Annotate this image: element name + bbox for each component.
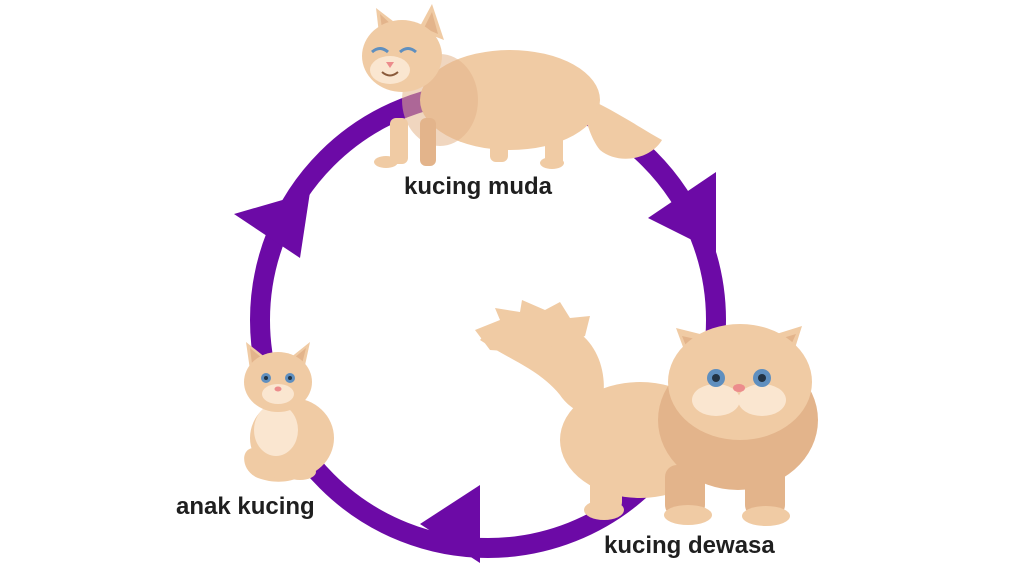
stage-label-kucing-dewasa: kucing dewasa [604,532,775,559]
adult-cat-icon [475,300,818,526]
cycle-arrow-icon [648,172,716,252]
cycle-arrow-icon [234,192,310,258]
stage-label-kucing-muda: kucing muda [404,173,553,200]
stage-label-anak-kucing: anak kucing [176,493,315,520]
kitten-icon [244,342,334,482]
cycle-arrow-icon [420,485,480,563]
young-cat-icon [362,4,662,169]
